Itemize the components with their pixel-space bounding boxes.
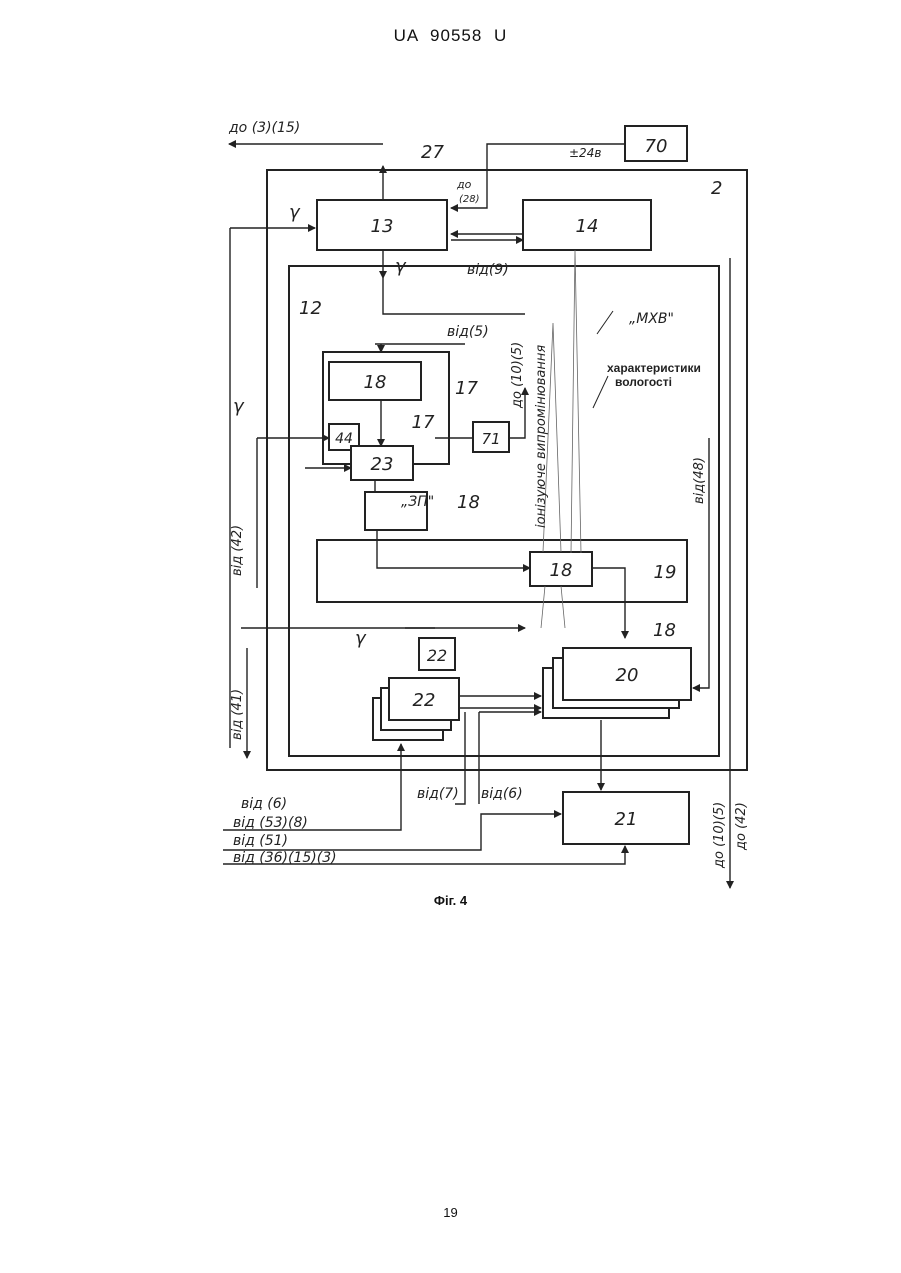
- block-22-small-label: 22: [427, 646, 447, 665]
- label-from-36-15-3: від (36)(15)(3): [233, 850, 337, 866]
- block-17-inner-label: 17: [412, 412, 435, 433]
- gamma-3: γ: [233, 396, 245, 417]
- label-to-10-5-right: до (10)(5): [712, 802, 727, 869]
- label-from-41: від (41): [230, 689, 245, 740]
- label-2: 2: [711, 178, 722, 199]
- label-from-51: від (51): [233, 833, 288, 849]
- block-18-main-label: 18: [550, 560, 573, 581]
- label-12: 12: [299, 298, 322, 319]
- label-humidity-2: вологості: [615, 375, 672, 389]
- page-number: 19: [0, 1205, 901, 1220]
- block-21-label: 21: [615, 809, 638, 830]
- block-19-label: 19: [654, 562, 677, 583]
- label-from-53-8: від (53)(8): [233, 815, 308, 831]
- block-23-label: 23: [371, 454, 394, 475]
- label-18-arrow-1: 18: [457, 492, 480, 513]
- label-from-7: від(7): [417, 786, 459, 802]
- label-to-10-5-mid: до (10)(5): [510, 342, 525, 409]
- label-from-6: від(6): [481, 786, 523, 802]
- figure-caption: Фіг. 4: [0, 893, 901, 908]
- gamma-2: γ: [395, 256, 407, 277]
- label-zp: „ЗП": [401, 494, 434, 510]
- label-to-28-a: до: [456, 178, 472, 191]
- label-pm24v: ±24в: [569, 146, 601, 160]
- label-to-3-15: до (3)(15): [228, 120, 300, 136]
- label-ionizing: іонізуюче випромінювання: [534, 345, 549, 528]
- label-mhv: „МХВ": [629, 311, 674, 327]
- label-17-side: 17: [455, 378, 478, 399]
- document-id: UA 90558 U: [0, 26, 901, 46]
- gamma-4: γ: [355, 628, 367, 649]
- block-70-label: 70: [645, 136, 668, 157]
- block-20-label: 20: [616, 665, 639, 686]
- block-diagram: 70 13 14 18 17 44 23 71 18 19 22 22 20 2…: [205, 108, 770, 898]
- label-to-42-right: до (42): [734, 802, 749, 851]
- label-to-28-b: (28): [459, 194, 480, 205]
- label-from-5: від(5): [447, 324, 489, 340]
- block-13-label: 13: [371, 216, 394, 237]
- label-from-6-left: від (6): [241, 796, 287, 812]
- label-from-48: від(48): [692, 457, 707, 504]
- block-18-top-label: 18: [364, 372, 387, 393]
- label-from-42: від (42): [230, 525, 245, 576]
- block-44-label: 44: [335, 431, 353, 447]
- label-humidity-1: характеристики: [607, 361, 701, 375]
- gamma-1: γ: [289, 202, 301, 223]
- block-22-label: 22: [413, 690, 436, 711]
- label-18-arrow-2: 18: [653, 620, 676, 641]
- patent-figure: 70 13 14 18 17 44 23 71 18 19 22 22 20 2…: [205, 108, 770, 898]
- block-19: [317, 540, 687, 602]
- label-27: 27: [421, 142, 444, 163]
- label-from-9: від(9): [467, 262, 509, 278]
- block-71-label: 71: [481, 430, 500, 448]
- block-14-label: 14: [576, 216, 599, 237]
